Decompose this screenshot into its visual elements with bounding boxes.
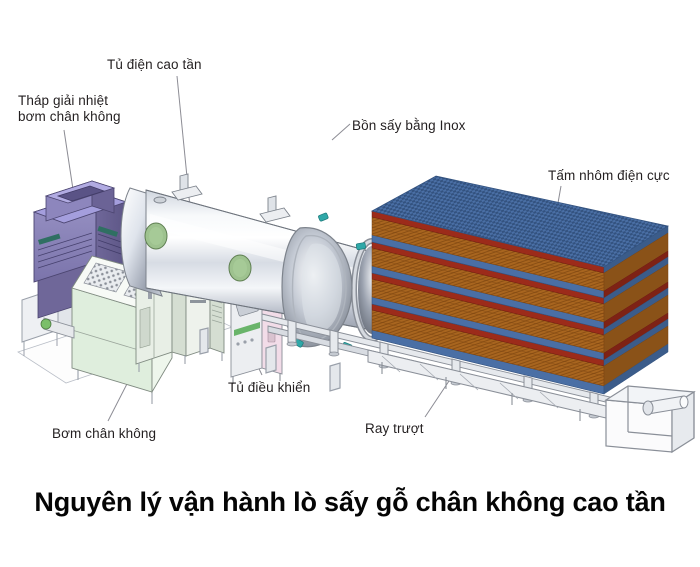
label-slide-rail: Ray trượt bbox=[365, 421, 424, 436]
tank-door bbox=[281, 227, 353, 348]
leader-cooling-tower bbox=[63, 129, 75, 197]
tank-top-fittings bbox=[153, 173, 291, 223]
label-vacuum-pump: Bơm chân không bbox=[52, 426, 157, 441]
leader-vacuum-pump bbox=[107, 377, 131, 422]
viewing-ports bbox=[144, 222, 252, 282]
label-control-cabinet: Tủ điều khiển bbox=[228, 380, 311, 395]
auxiliary-frame bbox=[604, 385, 696, 454]
drying-tank bbox=[120, 173, 393, 392]
diagram-title: Nguyên lý vận hành lò sấy gỗ chân không … bbox=[34, 487, 666, 517]
leader-inox-tank bbox=[331, 123, 351, 141]
label-cooling-tower-line1: Tháp giải nhiệt bbox=[18, 93, 109, 108]
wood-stack-electrodes bbox=[370, 175, 670, 395]
label-cooling-tower-line2: bơm chân không bbox=[18, 109, 121, 124]
label-hf-cabinet: Tủ điện cao tần bbox=[107, 57, 202, 72]
label-electrode-plate: Tấm nhôm điện cực bbox=[548, 168, 670, 183]
label-inox-tank: Bồn sấy bằng Inox bbox=[352, 118, 466, 133]
